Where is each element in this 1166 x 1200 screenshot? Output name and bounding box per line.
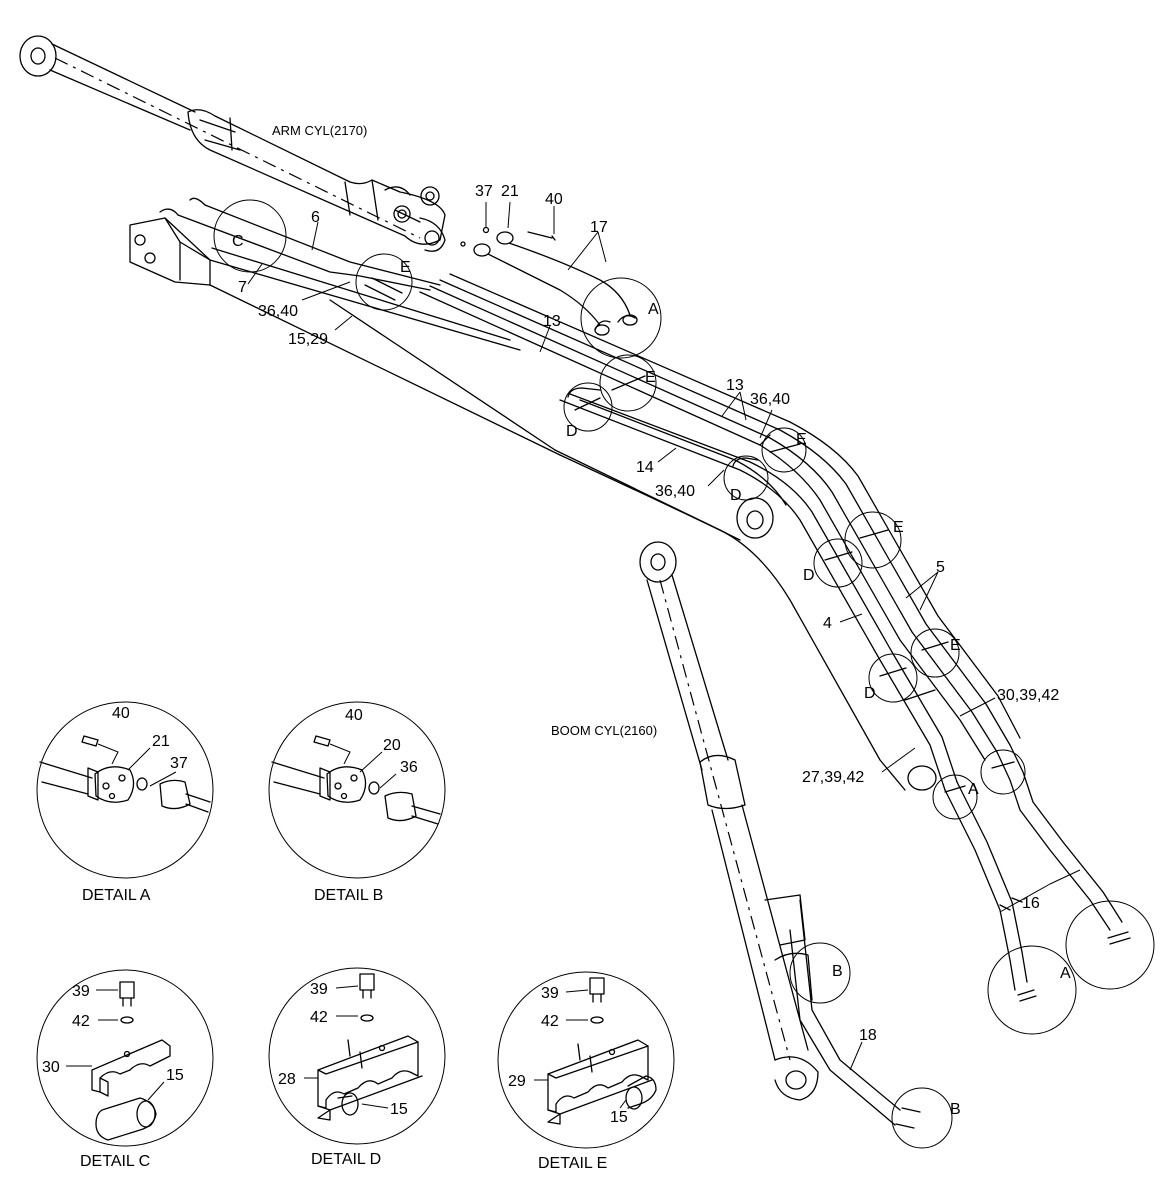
callout-d2: D: [730, 487, 742, 504]
callout-letters: C E A E D E D E D E D A A B B: [232, 233, 1071, 1118]
detail-b-bolt: 40: [345, 707, 363, 724]
detail-e-washer: 42: [541, 1013, 559, 1030]
detail-e: 39 42 29 15 DETAIL E: [497, 971, 675, 1172]
detail-b: 40 20 36 DETAIL B: [268, 701, 446, 904]
callout-b2: B: [950, 1101, 961, 1118]
label-13-a: 13: [543, 313, 561, 330]
boom-cylinder: [639, 541, 921, 1129]
detail-b-caption: DETAIL B: [314, 887, 383, 904]
detail-a: 40 21 37 DETAIL A: [36, 701, 214, 904]
detail-c-pipe: 15: [166, 1067, 184, 1084]
callout-b1: B: [832, 963, 843, 980]
hose-17: [460, 226, 631, 326]
label-16: 16: [1022, 895, 1040, 912]
label-17: 17: [590, 219, 608, 236]
detail-c-washer: 42: [72, 1013, 90, 1030]
pipe-runs: [419, 273, 1123, 991]
label-14: 14: [636, 459, 654, 476]
callout-circle-a5: [987, 945, 1077, 1035]
label-37: 37: [475, 183, 493, 200]
detail-a-bolt: 40: [112, 705, 130, 722]
detail-e-clamp: 29: [508, 1073, 526, 1090]
label-21: 21: [501, 183, 519, 200]
detail-d-bolt: 39: [310, 981, 328, 998]
label-7: 7: [238, 279, 247, 296]
detail-c-caption: DETAIL C: [80, 1153, 150, 1170]
callout-circle-b2: [891, 1087, 953, 1149]
detail-a-caption: DETAIL A: [82, 887, 151, 904]
callout-circle-a3: [980, 749, 1026, 795]
callout-a1: A: [648, 301, 659, 318]
callout-circle-e2: [599, 354, 657, 412]
label-30-39-42: 30,39,42: [997, 687, 1059, 704]
callout-d3: D: [803, 567, 815, 584]
detail-c-clamp: 30: [42, 1059, 60, 1076]
callout-circle-b1: [789, 942, 851, 1004]
callout-e5: E: [950, 637, 961, 654]
callout-e2: E: [645, 369, 656, 386]
label-13-b: 13: [726, 377, 744, 394]
callout-circle-d1: [563, 382, 613, 432]
label-36-40-c: 36,40: [655, 483, 695, 500]
detail-c-bolt: 39: [72, 983, 90, 1000]
arm-cylinder-label: ARM CYL(2170): [272, 123, 367, 138]
callout-circle-e1: [355, 253, 413, 311]
detail-d: 39 42 28 15 DETAIL D: [268, 967, 446, 1168]
detail-e-bolt: 39: [541, 985, 559, 1002]
callout-e4: E: [893, 519, 904, 536]
detail-e-caption: DETAIL E: [538, 1155, 607, 1172]
detail-e-pipe: 15: [610, 1109, 628, 1126]
label-40: 40: [545, 191, 563, 208]
detail-b-flange: 20: [383, 737, 401, 754]
label-6: 6: [311, 209, 320, 226]
label-4: 4: [823, 615, 832, 632]
detail-d-clamp: 28: [278, 1071, 296, 1088]
callout-circle-d2: [723, 455, 769, 501]
callout-e3: E: [796, 431, 807, 448]
callout-c: C: [232, 233, 244, 250]
callout-circle-a2: [932, 774, 978, 820]
detail-b-ring: 36: [400, 759, 418, 776]
label-36-40-b: 36,40: [750, 391, 790, 408]
part-labels: 37 21 40 17 6 7 36,40 15,29 13 13 36,40 …: [238, 183, 1059, 1044]
callout-circle-a4: [1065, 900, 1155, 990]
callout-circle-e3: [761, 427, 807, 473]
detail-a-flange: 21: [152, 733, 170, 750]
label-15-29: 15,29: [288, 331, 328, 348]
callout-circle-e5: [910, 628, 960, 678]
callout-circle-c: [213, 199, 287, 273]
label-27-39-42: 27,39,42: [802, 769, 864, 786]
arm-cylinder: [19, 35, 446, 252]
callout-d1: D: [566, 423, 578, 440]
leader-lines: [247, 201, 1081, 1071]
callout-circle-a1: [580, 277, 662, 359]
label-36-40-a: 36,40: [258, 303, 298, 320]
boom-cylinder-label: BOOM CYL(2160): [551, 723, 657, 738]
callout-d4: D: [864, 685, 876, 702]
main-clamps: [364, 277, 1131, 1002]
callout-e1: E: [400, 259, 411, 276]
label-18: 18: [859, 1027, 877, 1044]
detail-d-pipe: 15: [390, 1101, 408, 1118]
detail-c: 39 42 30 15 DETAIL C: [36, 969, 214, 1170]
callout-circle-d4: [868, 653, 918, 703]
callout-a2: A: [968, 781, 979, 798]
detail-d-washer: 42: [310, 1009, 328, 1026]
label-5: 5: [936, 559, 945, 576]
callout-circles: [213, 199, 1155, 1149]
callout-a3: A: [1060, 965, 1071, 982]
arm-bracket: [129, 197, 561, 456]
detail-d-caption: DETAIL D: [311, 1151, 381, 1168]
callout-circle-d3: [813, 538, 863, 588]
detail-a-ring: 37: [170, 755, 188, 772]
